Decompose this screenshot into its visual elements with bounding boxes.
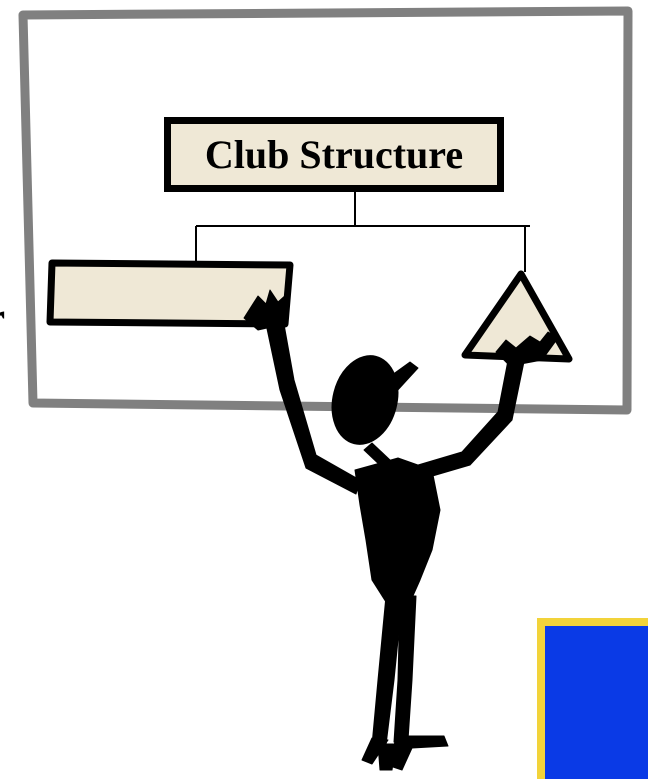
slide-title: Club Structure <box>205 131 463 178</box>
blue-panel-corner <box>537 618 648 779</box>
org-chart-title-box: Club Structure <box>164 117 504 192</box>
cut-off-text-fragment: r <box>0 280 22 360</box>
